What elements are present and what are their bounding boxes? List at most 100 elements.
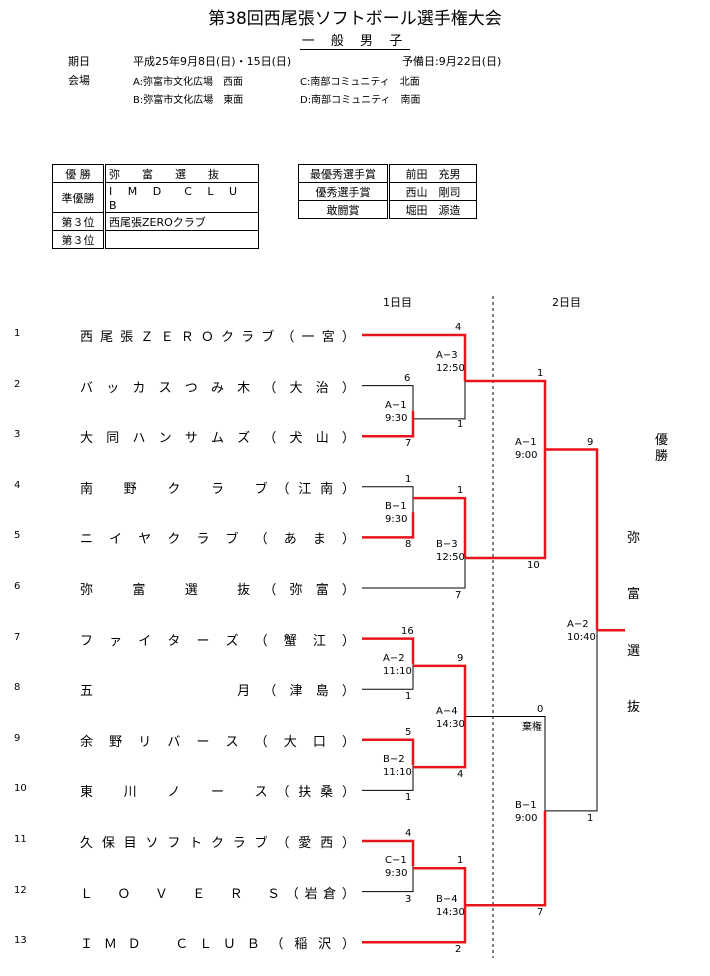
team-number: 1 [14, 328, 21, 339]
date-value: 平成25年9月8日(日)・15日(日) [133, 55, 292, 68]
bracket-line [362, 663, 414, 690]
winner-path [362, 637, 415, 664]
match-time: 9:00 [515, 812, 538, 824]
score: 10 [527, 560, 540, 572]
team-name: 五 月（津島） [80, 684, 355, 700]
match-id: B−1 [385, 501, 407, 513]
score: 1 [457, 485, 464, 497]
match-id: A−4 [436, 705, 458, 717]
team-number: 6 [14, 581, 21, 592]
team-number: 2 [14, 378, 21, 390]
match-time: 9:30 [385, 514, 408, 526]
match-time: 14:30 [436, 718, 465, 730]
champion-char: 弥 [627, 531, 641, 546]
winner-path [413, 716, 467, 769]
bracket-line [362, 385, 414, 411]
match-time: 9:30 [385, 412, 408, 424]
results-row: 第３位西尾張ZEROクラブ [52, 212, 259, 231]
winner-path [362, 333, 467, 381]
day1-label: 1日目 [383, 296, 412, 309]
score: 1 [405, 473, 412, 485]
bracket-line [362, 765, 414, 791]
results-label: 第３位 [52, 230, 106, 249]
team-number: 13 [14, 935, 27, 947]
page-title: 第38回西尾張ソフトボール選手権大会 [208, 9, 502, 29]
match-id: B−4 [436, 894, 458, 906]
division-title: 一 般 男 子 [0, 30, 710, 50]
reserve-date: 予備日:9月22日(日) [402, 55, 502, 68]
awards-row: 優秀選手賞西山 剛司 [298, 182, 477, 201]
match-id: A−3 [436, 349, 458, 361]
match-time: 12:50 [436, 362, 465, 374]
award-value: 堀田 源造 [388, 200, 477, 219]
score: 1 [405, 691, 412, 703]
results-value [104, 230, 259, 249]
bracket-line [545, 630, 598, 812]
winner-path [362, 839, 415, 867]
award-value: 前田 充男 [388, 164, 477, 183]
champion-char: 抜 [627, 700, 641, 715]
winner-path [362, 738, 415, 766]
bracket-line [362, 486, 414, 513]
team-number: 9 [14, 732, 21, 744]
venue-b: B:弥富市文化広場 東面 [133, 95, 244, 106]
team-number: 11 [14, 834, 27, 845]
winner-path [362, 512, 415, 539]
winner-path [362, 410, 415, 438]
match-time: 14:30 [436, 907, 465, 919]
score: 16 [401, 625, 414, 637]
winner-path [413, 664, 467, 717]
team-number: 3 [14, 429, 21, 441]
match-id: A−2 [383, 652, 405, 664]
match-time: 11:10 [383, 767, 412, 779]
team-name: 余野リバース（大口） [80, 734, 355, 750]
bracket-line [465, 716, 546, 811]
score: 7 [405, 438, 412, 450]
match-time: 9:00 [515, 449, 538, 461]
match-time: 10:40 [567, 632, 596, 644]
team-name: 久保目ソフトクラブ（愛西） [80, 836, 355, 851]
match-id: C−1 [385, 855, 407, 867]
team-name: 東 川 ノ ー ス（扶桑） [80, 785, 355, 801]
bracket-line [413, 380, 466, 420]
score: 1 [405, 792, 412, 804]
day2-label: 2日目 [552, 296, 581, 309]
score: 6 [404, 372, 411, 384]
team-name: Ｌ Ｏ Ｖ Ｅ Ｒ Ｓ（岩倉） [80, 886, 355, 902]
score: 1 [587, 812, 594, 824]
division-label: 一 般 男 子 [299, 34, 411, 50]
team-name: 大同ハンサムズ（犬山） [80, 431, 355, 447]
winner-path [362, 905, 467, 944]
awards-table: 最優秀選手賞前田 充男 優秀選手賞西山 剛司 敢闘賞堀田 源造 [298, 164, 477, 219]
champion-char: 富 [627, 587, 641, 602]
team-name: 弥 富 選 抜（弥富） [80, 583, 355, 598]
team-number: 4 [14, 479, 21, 491]
team-name: ニイヤクラブ（あま） [80, 532, 355, 548]
score: 9 [457, 652, 464, 664]
team-number: 7 [14, 631, 21, 643]
match-id: B−1 [515, 799, 537, 811]
winner-path [413, 867, 467, 906]
venue-c: C:南部コミュニティ 北面 [300, 77, 420, 88]
award-value: 西山 剛司 [388, 182, 477, 201]
match-id: A−2 [567, 619, 589, 631]
team-name: 南 野 ク ラ ブ（江南） [80, 481, 355, 497]
score: 7 [537, 907, 544, 919]
winner-path [413, 496, 467, 559]
winner-path [465, 379, 547, 470]
venue-label: 会場 [68, 74, 90, 87]
winner-path [465, 810, 547, 907]
champion-char: 選 [627, 644, 641, 659]
score: 1 [457, 855, 464, 867]
score: 8 [405, 539, 412, 551]
winner-path [545, 448, 599, 631]
team-number: 12 [14, 884, 27, 896]
forfeit-label: 棄権 [522, 721, 542, 733]
match-time: 12:50 [436, 552, 465, 564]
team-number: 5 [14, 530, 21, 542]
score: 5 [405, 726, 412, 738]
team-number: 10 [14, 783, 27, 795]
